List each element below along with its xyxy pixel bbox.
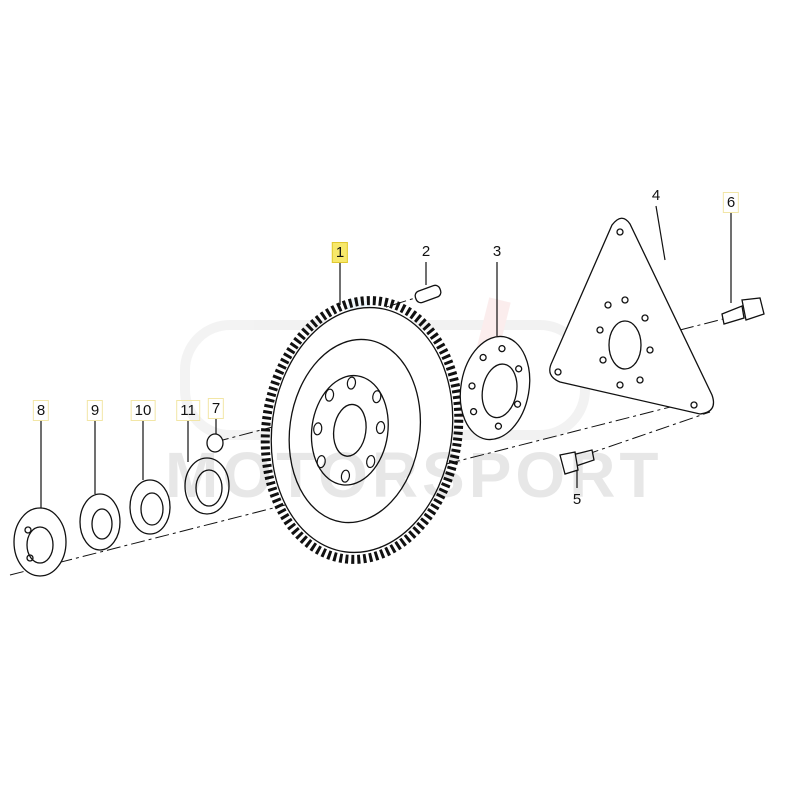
callout-1[interactable]: 1 (331, 242, 349, 263)
leader-lines (40, 205, 732, 508)
bolt-5 (559, 449, 595, 475)
dowel-pin (414, 284, 442, 304)
shim-ring (79, 493, 121, 551)
bush (206, 433, 224, 453)
seal-ring (184, 457, 230, 515)
callout-3[interactable]: 3 (492, 243, 502, 260)
callout-6[interactable]: 6 (722, 192, 740, 213)
spacer-ring (129, 479, 171, 535)
drive-plate (549, 217, 715, 415)
callout-7[interactable]: 7 (207, 398, 225, 419)
callout-4[interactable]: 4 (651, 187, 661, 204)
watermark-text: MOTORSPORT (165, 439, 663, 511)
callout-5[interactable]: 5 (572, 491, 582, 508)
callout-10[interactable]: 10 (130, 400, 156, 421)
bolt-6 (721, 297, 765, 325)
callout-2[interactable]: 2 (421, 243, 431, 260)
callout-8[interactable]: 8 (32, 400, 50, 421)
callout-11[interactable]: 11 (176, 400, 200, 421)
ball-bearing (13, 507, 67, 577)
callout-9[interactable]: 9 (86, 400, 104, 421)
spacer-plate (459, 335, 531, 441)
flywheel (260, 296, 464, 564)
